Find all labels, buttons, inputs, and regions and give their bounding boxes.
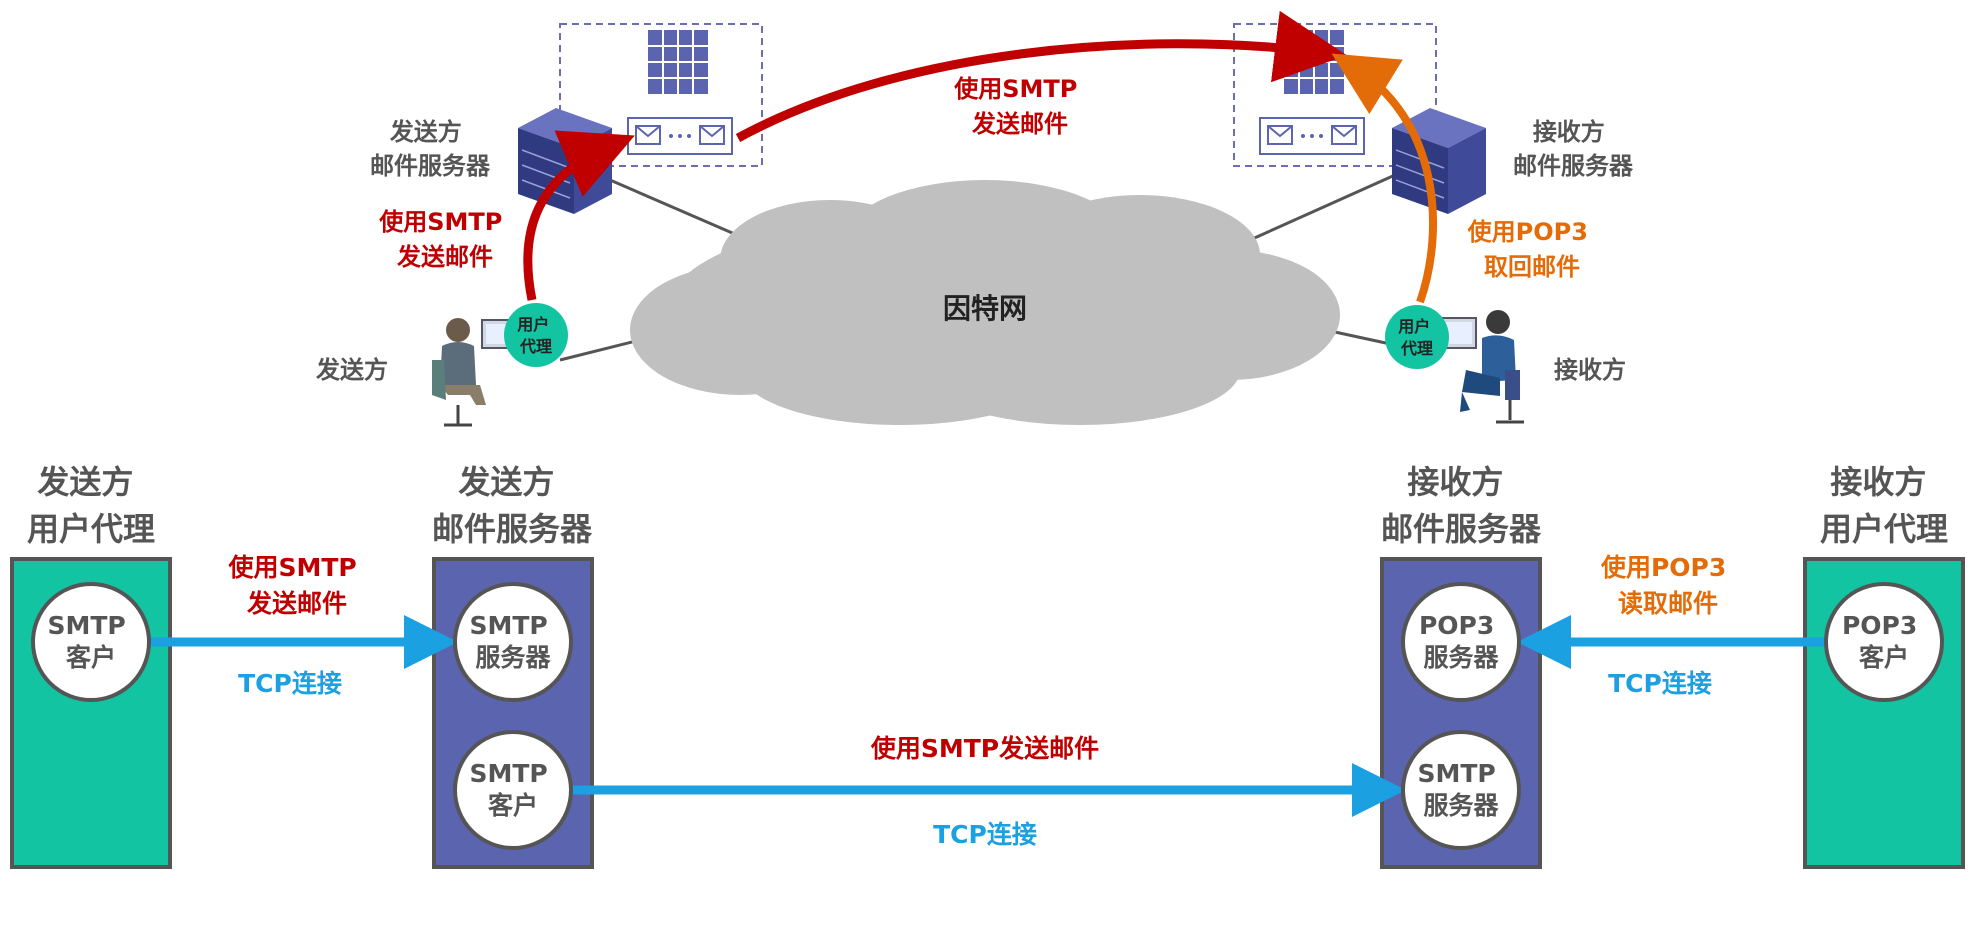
sender-server-label: 发送方 邮件服务器: [370, 118, 491, 180]
receiver-server-title: 接收方 邮件服务器: [1381, 463, 1542, 548]
svg-text:POP3 客户: POP3 客户: [1842, 611, 1926, 672]
smtp-send-arrow-top: [735, 10, 1347, 142]
sender-server-title: 发送方 邮件服务器: [432, 463, 593, 548]
pop3-fetch-arrow: [1331, 53, 1438, 304]
pop3-server: POP3 服务器: [1401, 582, 1521, 702]
receiver-ua-title: 接收方 用户代理: [1820, 463, 1948, 548]
internet-label: 因特网: [943, 292, 1027, 325]
sender-user-agent-badge: 用户 代理: [504, 303, 568, 367]
internet-cloud: [630, 180, 1340, 425]
svg-text:POP3 服务器: POP3 服务器: [1419, 611, 1503, 672]
smtp-send-label-left: 使用SMTP 发送邮件: [378, 208, 511, 271]
smtp-client-1: SMTP 客户: [31, 582, 151, 702]
arrow2-label: 使用SMTP发送邮件: [870, 734, 1099, 763]
arrow2-tcp-label: TCP连接: [933, 820, 1037, 849]
smtp-send-label-top: 使用SMTP 发送邮件: [953, 75, 1086, 138]
arrow1-tcp-label: TCP连接: [238, 669, 342, 698]
receiver-user-agent-badge: 用户 代理: [1385, 305, 1449, 369]
pop3-client: POP3 客户: [1824, 582, 1944, 702]
receiver-person-icon: [1439, 310, 1524, 424]
receiver-mailbox-grid-icon: [1284, 30, 1344, 94]
smtp-server-2: SMTP 服务器: [1401, 730, 1521, 850]
svg-text:SMTP 客户: SMTP 客户: [48, 611, 135, 672]
receiver-server-label: 接收方 邮件服务器: [1513, 118, 1634, 180]
receiver-label: 接收方: [1554, 356, 1626, 384]
sender-person-icon: [432, 318, 515, 427]
sender-mail-queue-icon: [627, 117, 733, 155]
sender-server-icon: [518, 108, 612, 214]
arrow3-label: 使用POP3 读取邮件: [1600, 553, 1735, 618]
sender-ua-title: 发送方 用户代理: [27, 463, 155, 548]
smtp-server-1: SMTP 服务器: [453, 582, 573, 702]
sender-label: 发送方: [315, 356, 388, 384]
svg-text:用户 代理: 用户 代理: [517, 315, 555, 356]
sender-mailbox-grid-icon: [648, 30, 708, 94]
pop3-fetch-label: 使用POP3 取回邮件: [1467, 218, 1597, 281]
arrow1-label: 使用SMTP 发送邮件: [228, 553, 366, 618]
receiver-mail-queue-icon: [1259, 117, 1365, 155]
smtp-send-arrow-left: [523, 130, 635, 301]
svg-text:SMTP 客户: SMTP 客户: [470, 759, 557, 820]
svg-text:SMTP 服务器: SMTP 服务器: [470, 611, 557, 672]
smtp-client-2: SMTP 客户: [453, 730, 573, 850]
svg-text:用户 代理: 用户 代理: [1398, 317, 1436, 358]
arrow3-tcp-label: TCP连接: [1608, 669, 1712, 698]
sender-mailbox-frame: [559, 23, 763, 167]
svg-text:SMTP 服务器: SMTP 服务器: [1418, 759, 1505, 820]
